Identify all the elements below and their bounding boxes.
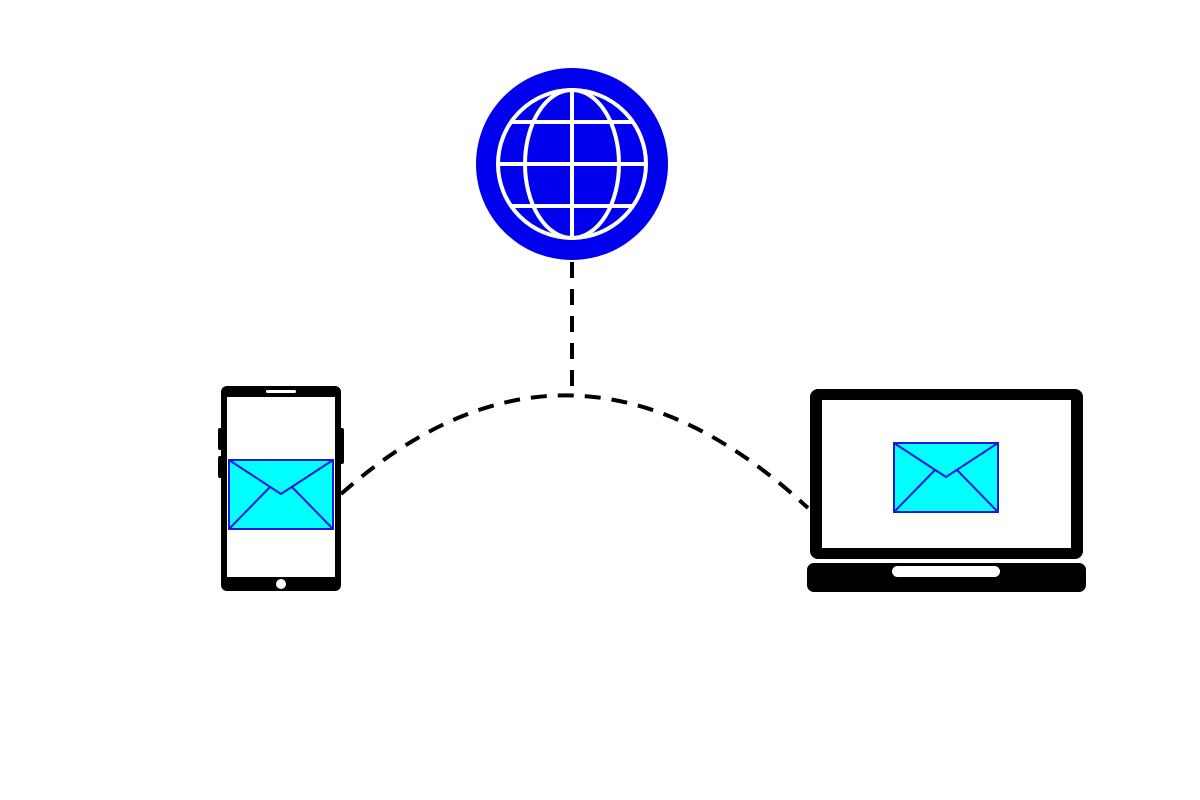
phone-speaker — [266, 390, 296, 393]
envelope-icon — [893, 442, 999, 513]
laptop-base — [807, 563, 1086, 592]
globe-grid — [496, 88, 648, 240]
phone-home-button — [276, 579, 286, 589]
laptop-trackpad-notch — [892, 566, 1000, 577]
phone-laptop-dashed-arc — [339, 393, 810, 510]
envelope-icon — [228, 459, 334, 530]
laptop-icon — [807, 389, 1086, 592]
smartphone-icon — [218, 386, 344, 591]
globe-icon — [476, 68, 668, 260]
connections — [339, 262, 810, 510]
